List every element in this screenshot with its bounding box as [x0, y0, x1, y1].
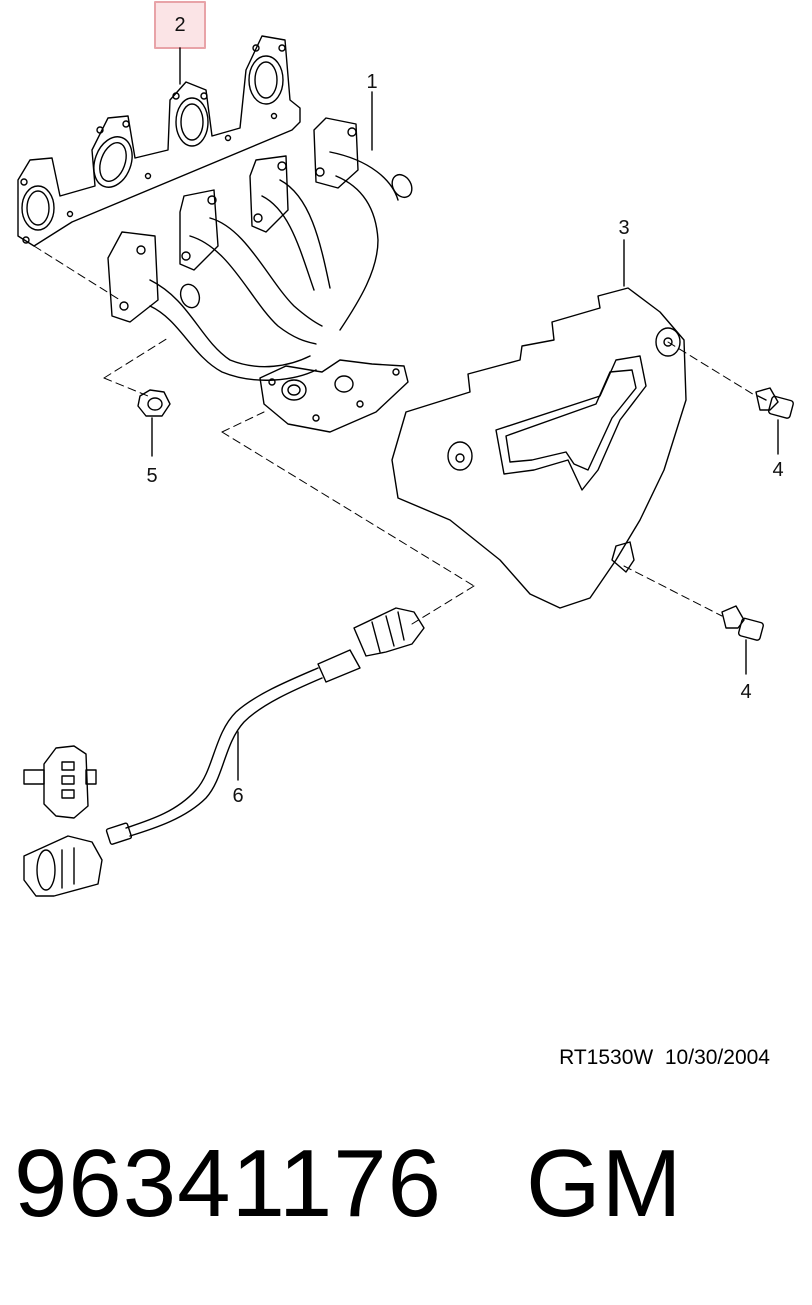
- callout-2[interactable]: 2: [174, 14, 185, 36]
- callout-3[interactable]: 3: [618, 217, 629, 239]
- callout-6[interactable]: 6: [232, 785, 243, 807]
- callout-5[interactable]: 5: [146, 465, 157, 487]
- callout-4-upper[interactable]: 4: [772, 459, 783, 481]
- callout-4-lower[interactable]: 4: [740, 681, 751, 703]
- exhaust-manifold-gasket: [17, 35, 301, 247]
- oxygen-sensor: [23, 607, 425, 897]
- bolt-lower: [721, 605, 764, 675]
- bolt-upper: [755, 387, 794, 455]
- part-brand: GM: [526, 1130, 683, 1237]
- part-number-line: 96341176 GM: [14, 1128, 683, 1240]
- part-number: 96341176: [14, 1130, 442, 1237]
- nut: [137, 389, 171, 457]
- exhaust-manifold: [107, 91, 413, 433]
- diagram-reference: RT1530W 10/30/2004: [559, 1046, 770, 1069]
- connector-end-view: [23, 745, 97, 819]
- callout-1[interactable]: 1: [366, 71, 377, 93]
- heat-shield: [391, 239, 687, 609]
- assembly-lines: [33, 245, 757, 625]
